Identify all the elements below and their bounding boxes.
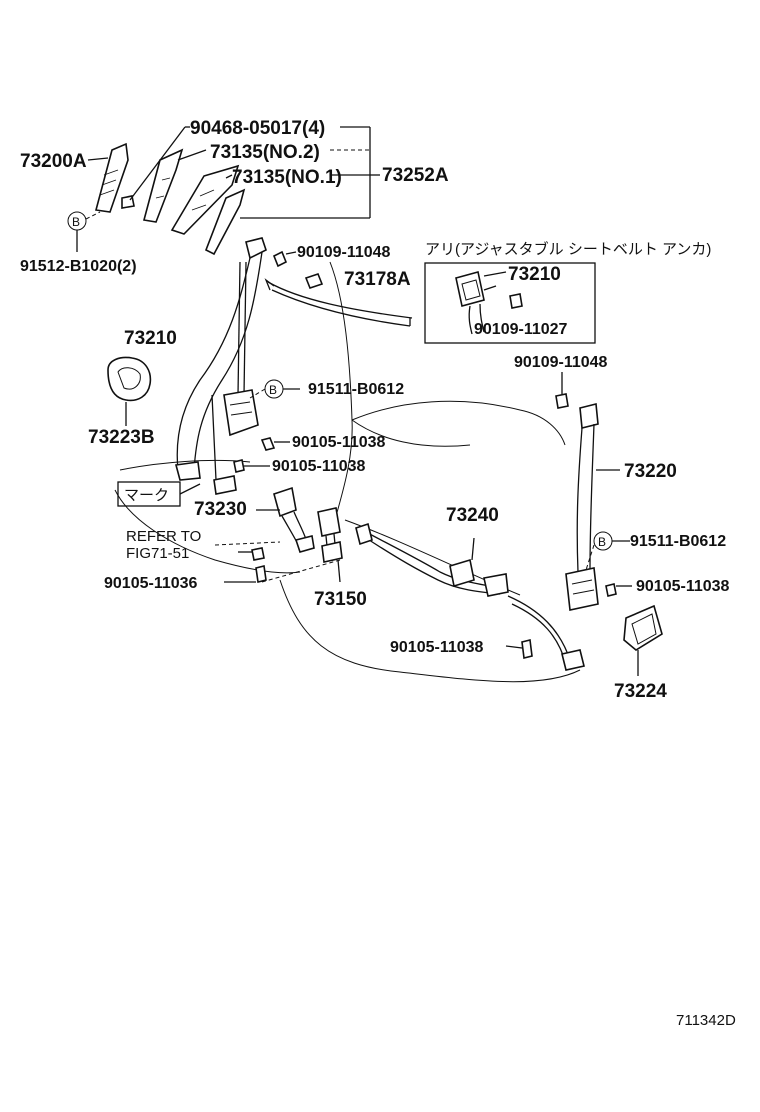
svg-text:B: B	[269, 383, 277, 397]
label-91512-b1020: 91512-B1020(2)	[20, 258, 137, 275]
refer-text-line1: REFER TO	[126, 528, 201, 545]
buckle-73230	[256, 486, 315, 553]
bolts-left	[233, 437, 290, 473]
figure-code: 711342D	[676, 1012, 736, 1029]
callout-b-top-left: B	[67, 211, 101, 252]
label-73178a: 73178A	[344, 269, 411, 290]
cover-73224	[623, 604, 663, 676]
label-90109-11027: 90109-11027	[474, 321, 568, 338]
trim-cover-no2	[143, 148, 184, 223]
refer-text-line2: FIG71-51	[126, 545, 189, 562]
label-90109-11048-top: 90109-11048	[297, 244, 391, 261]
svg-text:B: B	[72, 215, 80, 229]
label-73252a: 73252A	[382, 165, 449, 186]
label-73150: 73150	[314, 589, 367, 610]
bolt-90109-top	[272, 250, 297, 268]
left-belt-assembly	[174, 237, 267, 495]
right-belt-assembly	[507, 402, 620, 671]
right-bolts: B	[555, 372, 632, 597]
upper-anchor-right	[579, 402, 599, 430]
label-73200a: 73200A	[20, 151, 87, 172]
label-90109-11048-right: 90109-11048	[514, 354, 608, 371]
belt-guide-73200a	[94, 142, 129, 213]
label-73224: 73224	[614, 681, 667, 702]
callout-b-left-mid: B	[249, 379, 300, 399]
label-73210-inset: 73210	[508, 264, 561, 285]
upper-anchor	[245, 237, 267, 260]
label-90105-11036: 90105-11036	[104, 575, 198, 592]
label-91511-b0612-right: 91511-B0612	[630, 533, 726, 550]
label-90105-11038-a: 90105-11038	[292, 434, 386, 451]
mark-text: マーク	[124, 487, 169, 504]
label-90105-11038-c: 90105-11038	[390, 639, 484, 656]
part-labels: 90468-05017(4) 73135(NO.2) 73135(NO.1) 7…	[20, 118, 730, 702]
label-90468-05017: 90468-05017(4)	[190, 118, 325, 139]
notes: アリ(アジャスタブル シートベルト アンカ) マーク REFER TO FIG7…	[124, 240, 736, 1029]
label-73223b: 73223B	[88, 427, 155, 448]
svg-text:B: B	[598, 535, 606, 549]
label-90105-11038-d: 90105-11038	[636, 578, 730, 595]
anchor-plate	[213, 475, 237, 495]
cover-73223b	[107, 356, 152, 426]
belt-73240	[355, 522, 509, 597]
label-90105-11038-b: 90105-11038	[272, 458, 366, 475]
label-73220: 73220	[624, 461, 677, 482]
buckle-73150	[317, 507, 343, 583]
lower-anchor-left	[174, 461, 201, 481]
guide-73178a	[264, 273, 413, 327]
bolt-90105-11036	[224, 559, 341, 583]
label-73135-no2: 73135(NO.2)	[210, 142, 320, 163]
top-leader-lines	[87, 126, 380, 219]
label-73230: 73230	[194, 499, 247, 520]
mark-label-box	[117, 481, 201, 507]
refer-fig-leader	[214, 541, 281, 561]
inset-adjustable-anchor	[424, 262, 596, 344]
retractor-right	[565, 567, 599, 611]
label-73240: 73240	[446, 505, 499, 526]
label-91511-b0612-left: 91511-B0612	[308, 381, 404, 398]
bolt-center-lower	[505, 639, 533, 659]
label-73210-main: 73210	[124, 328, 177, 349]
inset-title: アリ(アジャスタブル シートベルト アンカ)	[425, 240, 711, 258]
label-73135-no1: 73135(NO.1)	[232, 167, 342, 188]
trim-cover-small	[204, 188, 246, 256]
trim-cover-no1	[170, 164, 240, 235]
retractor-left	[223, 389, 259, 437]
